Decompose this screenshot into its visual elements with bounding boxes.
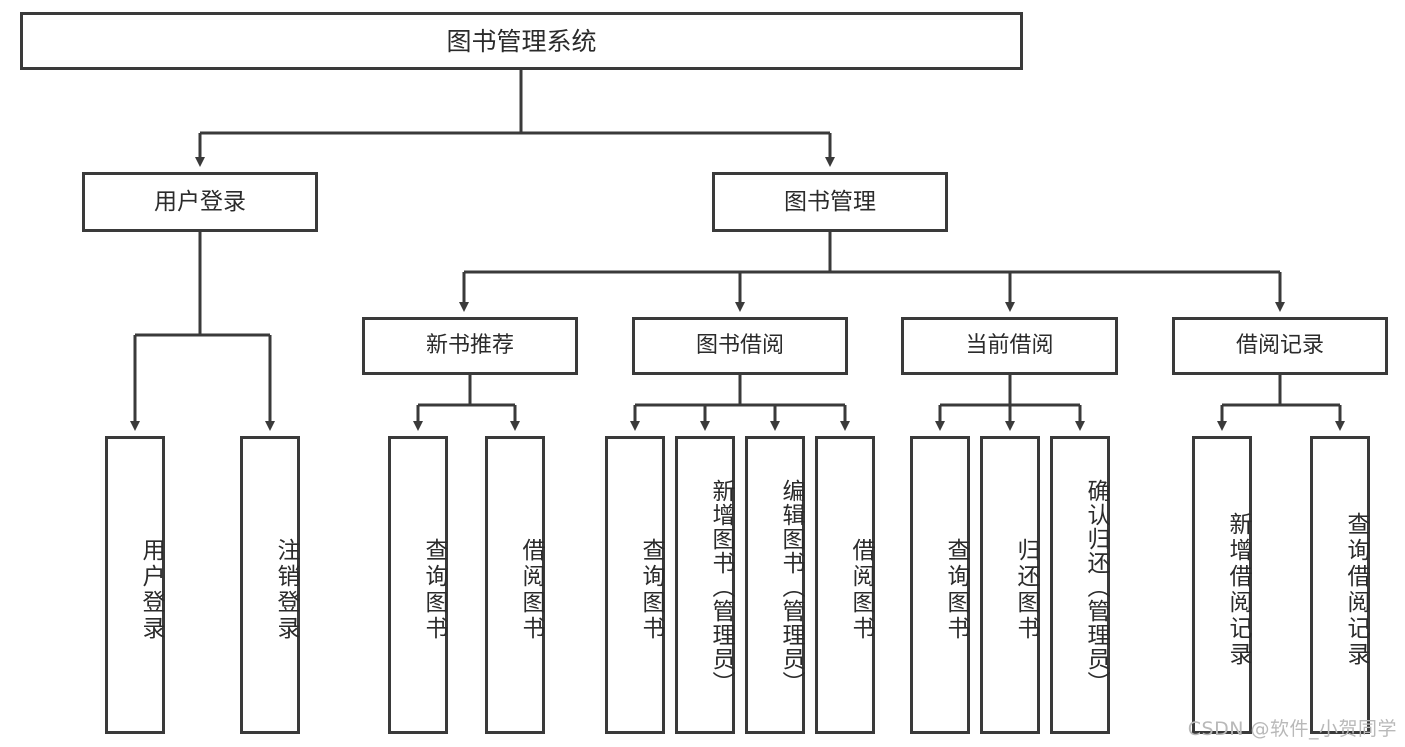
leaf-label: 查询图书 bbox=[421, 538, 447, 642]
node-user-login-label: 用户登录 bbox=[154, 188, 246, 215]
leaf-current-return-book[interactable]: 归还图书 bbox=[980, 436, 1040, 734]
node-book-management-label: 图书管理 bbox=[784, 188, 876, 215]
node-book-borrow[interactable]: 图书借阅 bbox=[632, 317, 848, 375]
leaf-label: 编辑图书（管理员） bbox=[778, 479, 804, 695]
leaf-label: 新增借阅记录 bbox=[1225, 512, 1251, 668]
leaf-new-book-query[interactable]: 查询图书 bbox=[388, 436, 448, 734]
node-root[interactable]: 图书管理系统 bbox=[20, 12, 1023, 70]
leaf-label: 查询借阅记录 bbox=[1343, 512, 1369, 668]
node-book-management[interactable]: 图书管理 bbox=[712, 172, 948, 232]
leaf-label: 查询图书 bbox=[638, 538, 664, 642]
leaf-label: 新增图书（管理员） bbox=[708, 479, 734, 695]
node-user-login[interactable]: 用户登录 bbox=[82, 172, 318, 232]
leaf-record-query-record[interactable]: 查询借阅记录 bbox=[1310, 436, 1370, 734]
node-new-book-recommend[interactable]: 新书推荐 bbox=[362, 317, 578, 375]
leaf-user-login-signout[interactable]: 注销登录 bbox=[240, 436, 300, 734]
leaf-label: 借阅图书 bbox=[518, 538, 544, 642]
node-borrow-record[interactable]: 借阅记录 bbox=[1172, 317, 1388, 375]
leaf-label: 用户登录 bbox=[138, 538, 164, 642]
leaf-current-query-book[interactable]: 查询图书 bbox=[910, 436, 970, 734]
leaf-user-login-signin[interactable]: 用户登录 bbox=[105, 436, 165, 734]
leaf-label: 借阅图书 bbox=[848, 538, 874, 642]
leaf-new-book-borrow[interactable]: 借阅图书 bbox=[485, 436, 545, 734]
leaf-label: 查询图书 bbox=[943, 538, 969, 642]
node-new-book-recommend-label: 新书推荐 bbox=[425, 333, 514, 358]
leaf-borrow-borrow-book[interactable]: 借阅图书 bbox=[815, 436, 875, 734]
leaf-label: 注销登录 bbox=[273, 538, 299, 642]
node-borrow-record-label: 借阅记录 bbox=[1235, 333, 1324, 358]
watermark: CSDN @软件_小贺同学 bbox=[1187, 718, 1397, 740]
leaf-label: 归还图书 bbox=[1013, 538, 1039, 642]
node-book-borrow-label: 图书借阅 bbox=[695, 333, 784, 358]
node-current-borrow[interactable]: 当前借阅 bbox=[901, 317, 1118, 375]
leaf-record-add-record[interactable]: 新增借阅记录 bbox=[1192, 436, 1252, 734]
leaf-borrow-edit-book-admin[interactable]: 编辑图书（管理员） bbox=[745, 436, 805, 734]
node-root-label: 图书管理系统 bbox=[446, 26, 597, 56]
node-current-borrow-label: 当前借阅 bbox=[965, 333, 1054, 358]
leaf-current-confirm-return-admin[interactable]: 确认归还（管理员） bbox=[1050, 436, 1110, 734]
leaf-borrow-query-book[interactable]: 查询图书 bbox=[605, 436, 665, 734]
leaf-borrow-add-book-admin[interactable]: 新增图书（管理员） bbox=[675, 436, 735, 734]
leaf-label: 确认归还（管理员） bbox=[1083, 479, 1109, 695]
